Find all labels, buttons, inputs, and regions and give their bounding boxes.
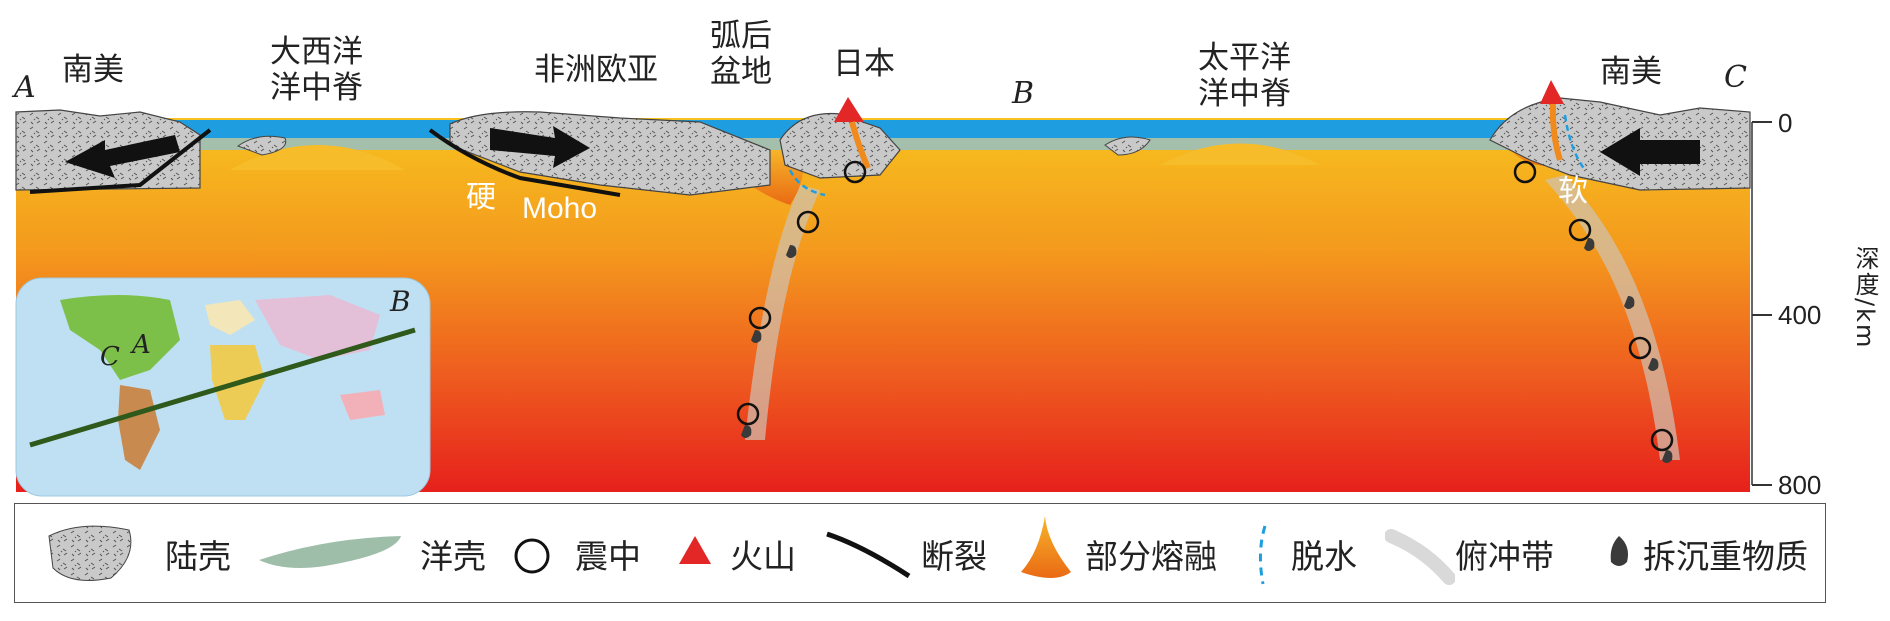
legend-delaminated-material-icon [1610,536,1628,566]
delaminated-material-group [741,238,1673,463]
hypocenter [843,160,867,184]
magma-conduit-japan [849,121,871,170]
continental-crust-afro-eurasia [449,111,771,196]
dehydration-japan [788,169,826,197]
continental-crust-japan-arc [779,112,901,179]
legend-continental-crust-icon [48,525,132,581]
label-pacific-ridge: 太平洋 洋中脊 [1198,40,1291,112]
depth-axis-title: 深度/km [1851,246,1879,350]
fault-south-america [29,128,212,194]
legend-label-volcano: 火山 [730,537,796,576]
label-backarc-basin: 弧后 盆地 [710,18,772,90]
label-japan: 日本 [833,46,895,82]
legend-label-delaminated-material: 拆沉重物质 [1643,537,1808,576]
inset-point-c: C [100,342,120,372]
label-backarc-line1: 弧后 [710,18,772,54]
atlantic-ridge-upwelling [230,145,405,170]
depth-tick-400: 400 [1778,300,1822,330]
point-b: B [1012,76,1035,111]
section-line [29,327,416,448]
legend: 陆壳 洋壳 震中 火山 断裂 部分熔融 脱水 俯冲带 拆沉重物质 [14,503,1826,603]
depth-tick-800: 800 [1778,470,1822,500]
microcontinent-atlantic [236,135,287,156]
label-afro-eurasia: 非洲欧亚 [534,52,658,88]
hypocenter [1513,160,1537,184]
label-south-america-right: 南美 [1600,54,1662,90]
legend-label-oceanic-crust: 洋壳 [420,537,486,576]
legend-label-continental-crust: 陆壳 [165,537,231,576]
label-atlantic-ridge-line2: 洋中脊 [270,70,363,106]
hypocenter [736,402,760,426]
microcontinent-pacific [1104,136,1151,156]
magma-conduit-andes [1549,103,1563,161]
legend-label-fault: 断裂 [921,537,987,576]
label-hard: 硬 [466,180,496,215]
legend-label-hypocenter: 震中 [575,537,641,576]
label-pacific-ridge-line1: 太平洋 [1198,40,1291,76]
hypocenter [1628,336,1652,360]
dehydration-andes [1563,114,1587,171]
label-south-america-left: 南美 [62,52,124,88]
label-atlantic-ridge: 大西洋 洋中脊 [270,34,363,106]
subduction-zone-japan [745,185,820,440]
hypocenter [1650,428,1674,452]
inset-world-map [15,277,431,497]
hypocenter [796,210,820,234]
hypocenter [748,306,772,330]
label-soft: 软 [1558,174,1588,209]
legend-partial-melting-icon [1021,516,1071,578]
arrow-west-andes [1600,128,1700,176]
pacific-ridge-upwelling [1160,143,1320,165]
legend-label-partial-melting: 部分熔融 [1085,537,1217,576]
legend-dehydration-icon [1258,525,1267,585]
legend-subduction-zone-icon [1385,529,1455,585]
arrow-west [65,135,180,178]
depth-tick-0: 0 [1778,108,1793,138]
legend-label-dehydration: 脱水 [1291,537,1357,576]
legend-oceanic-crust-icon [259,536,401,568]
inset-point-a: A [132,330,151,360]
arrow-east [490,126,590,168]
point-c: C [1724,60,1747,95]
point-a: A [14,70,36,105]
inset-point-b: B [390,285,411,318]
legend-fault-icon [826,531,911,579]
label-moho: Moho [522,192,598,225]
volcano-japan [834,97,864,122]
volcano-andes [1540,80,1564,104]
label-backarc-line2: 盆地 [710,54,772,90]
legend-hypocenter-icon [514,538,550,574]
legend-label-subduction-zone: 俯冲带 [1455,537,1554,576]
label-pacific-ridge-line2: 洋中脊 [1198,76,1291,112]
hypocenter [1568,218,1592,242]
fault-moho [428,128,621,197]
legend-volcano-icon [679,536,711,564]
label-atlantic-ridge-line1: 大西洋 [270,34,363,70]
